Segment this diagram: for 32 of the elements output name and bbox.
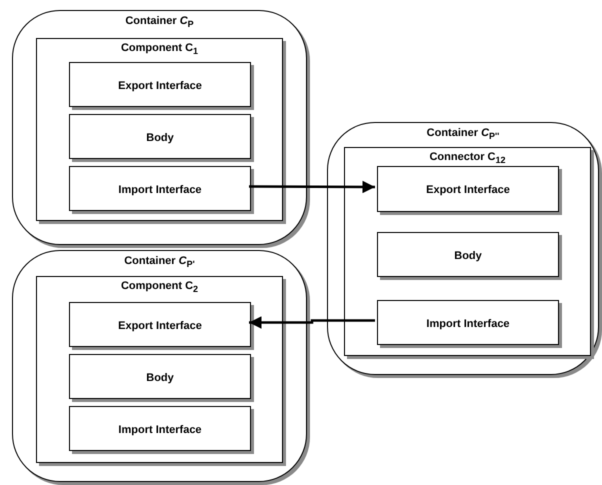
component-box xyxy=(36,276,283,463)
arrow xyxy=(249,180,375,194)
interface-box xyxy=(69,406,251,451)
box-label: Container C$_{P''}$ xyxy=(426,127,500,140)
box-label: Body xyxy=(146,132,174,144)
interface-box xyxy=(377,166,559,212)
container-box xyxy=(12,10,307,245)
box-label: Import Interface xyxy=(426,318,510,330)
container-box xyxy=(327,122,599,375)
box-label: Import Interface xyxy=(118,184,202,196)
interface-box xyxy=(69,62,251,107)
arrow xyxy=(249,316,375,329)
box-label: Import Interface xyxy=(118,424,202,436)
interface-box xyxy=(69,166,251,211)
box-label: Body xyxy=(454,250,482,262)
box-label: Component C$_{2}$ xyxy=(120,280,198,293)
interface-box xyxy=(69,114,251,159)
interface-box xyxy=(69,354,251,399)
component-box xyxy=(344,147,591,356)
box-label: Connector C$_{12}$ xyxy=(429,151,506,164)
box-label: Component C$_{1}$ xyxy=(120,42,198,55)
box-label: Body xyxy=(146,372,174,384)
interface-box xyxy=(377,232,559,277)
box-label: Container C$_{P'}$ xyxy=(124,255,195,268)
component-box xyxy=(36,38,283,221)
container-box xyxy=(12,250,307,482)
box-label: Export Interface xyxy=(426,184,510,197)
box-label: Export Interface xyxy=(118,320,202,332)
interface-box xyxy=(377,300,559,345)
interface-box xyxy=(69,302,251,347)
box-label: Container C$_{P}$ xyxy=(125,15,194,28)
box-label: Export Interface xyxy=(118,80,202,92)
